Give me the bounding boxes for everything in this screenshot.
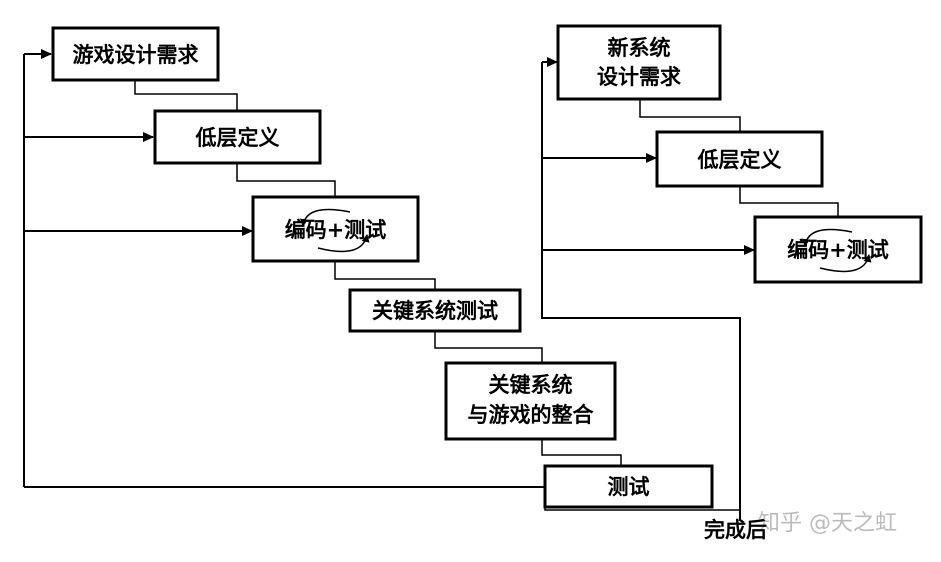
- done-label: 完成后: [704, 518, 767, 542]
- right-step-2-label: 低层定义: [697, 148, 782, 172]
- right-step-connectors: [639, 99, 839, 217]
- right-step-3: 编码+测试: [753, 215, 923, 284]
- watermark: 知乎 @天之虹: [758, 511, 897, 536]
- right-step-3-label: 编码+测试: [787, 238, 889, 262]
- left-step-2-label: 低层定义: [195, 126, 280, 150]
- left-step-3: 编码+测试: [251, 195, 420, 263]
- right-step-1-label-line2: 设计需求: [597, 65, 681, 89]
- right-step-1: 新系统 设计需求: [556, 24, 722, 101]
- left-step-3-label: 编码+测试: [285, 218, 387, 242]
- right-step-2: 低层定义: [655, 130, 824, 188]
- left-step-6: 测试: [543, 464, 714, 509]
- left-step-4-label: 关键系统测试: [372, 299, 498, 323]
- left-step-2: 低层定义: [153, 109, 322, 165]
- left-step-5-label-line1: 关键系统: [489, 373, 573, 397]
- right-feedback-lines: [541, 57, 755, 520]
- left-feedback-lines: [23, 49, 545, 488]
- left-step-4: 关键系统测试: [348, 288, 522, 333]
- left-step-6-label: 测试: [608, 475, 650, 499]
- left-step-1-label: 游戏设计需求: [73, 43, 199, 67]
- left-step-5: 关键系统 与游戏的整合: [444, 361, 617, 441]
- left-step-5-label-line2: 与游戏的整合: [468, 403, 595, 427]
- right-step-1-label-line1: 新系统: [608, 36, 671, 60]
- left-step-1: 游戏设计需求: [51, 26, 220, 82]
